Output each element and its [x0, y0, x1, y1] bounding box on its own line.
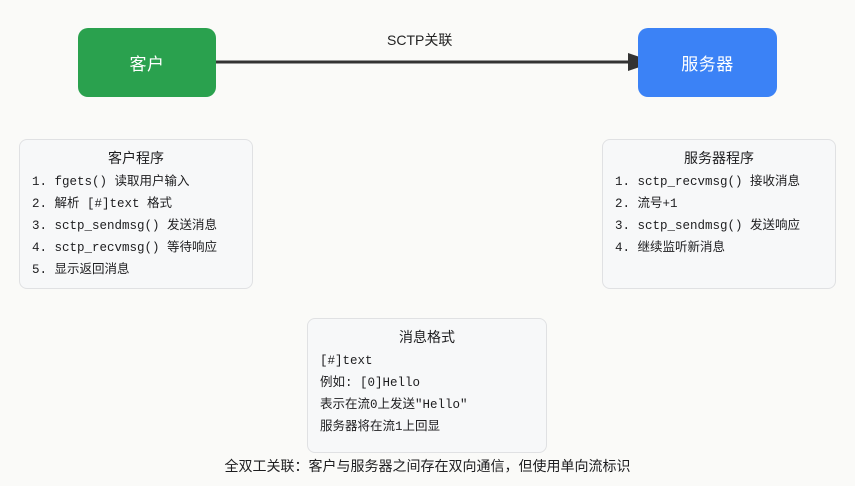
- node-server[interactable]: 服务器: [638, 28, 777, 97]
- list-item: 4. 继续监听新消息: [615, 241, 726, 255]
- list-item: 2. 流号+1: [615, 197, 678, 211]
- card-server-program: 服务器程序 1. sctp_recvmsg() 接收消息 2. 流号+1 3. …: [602, 139, 836, 289]
- list-item: 1. sctp_recvmsg() 接收消息: [615, 175, 801, 189]
- list-item: 3. sctp_sendmsg() 发送响应: [615, 219, 801, 233]
- list-item: 3. sctp_sendmsg() 发送消息: [32, 219, 218, 233]
- list-item: 5. 显示返回消息: [32, 263, 130, 277]
- card-client-program-title: 客户程序: [108, 150, 164, 166]
- edge-label-sctp-association: SCTP关联: [387, 32, 453, 48]
- node-server-label: 服务器: [681, 55, 734, 74]
- list-item: 表示在流0上发送"Hello": [320, 398, 468, 412]
- list-item: 1. fgets() 读取用户输入: [32, 175, 190, 189]
- list-item: 服务器将在流1上回显: [320, 420, 441, 434]
- card-message-format-lines: [#]text 例如: [0]Hello 表示在流0上发送"Hello" 服务器…: [320, 350, 534, 438]
- node-client-label: 客户: [129, 55, 165, 74]
- list-item: 2. 解析 [#]text 格式: [32, 197, 173, 211]
- list-item: 4. sctp_recvmsg() 等待响应: [32, 241, 218, 255]
- card-client-program-steps: 1. fgets() 读取用户输入 2. 解析 [#]text 格式 3. sc…: [32, 171, 240, 281]
- diagram-caption: 全双工关联：客户与服务器之间存在双向通信，但使用单向流标识: [224, 458, 631, 474]
- card-message-format-title: 消息格式: [399, 329, 455, 345]
- card-server-program-steps: 1. sctp_recvmsg() 接收消息 2. 流号+1 3. sctp_s…: [615, 171, 823, 259]
- list-item: 例如: [0]Hello: [320, 376, 421, 390]
- card-message-format: 消息格式 [#]text 例如: [0]Hello 表示在流0上发送"Hello…: [307, 318, 547, 453]
- node-client[interactable]: 客户: [78, 28, 216, 97]
- card-server-program-title: 服务器程序: [684, 150, 754, 166]
- list-item: [#]text: [320, 354, 373, 368]
- card-client-program: 客户程序 1. fgets() 读取用户输入 2. 解析 [#]text 格式 …: [19, 139, 253, 289]
